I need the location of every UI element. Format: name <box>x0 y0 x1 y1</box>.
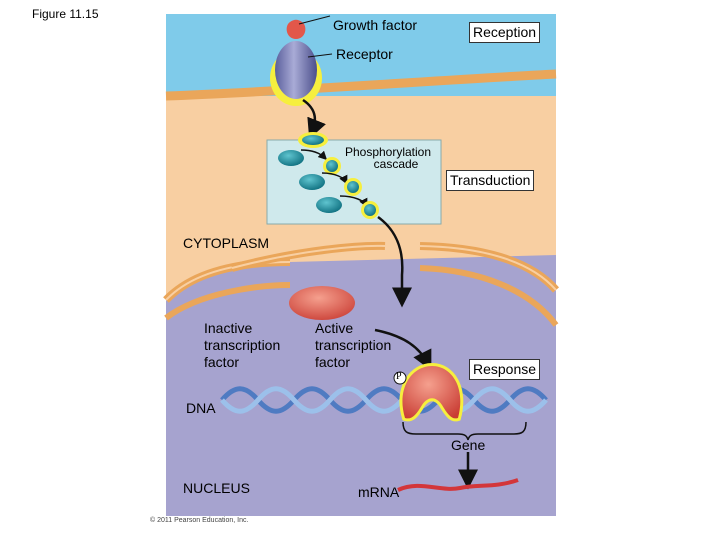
inactive-tf-line: Inactive <box>204 320 253 336</box>
reception-label: Reception <box>469 22 541 43</box>
active-tf-line: Active <box>315 320 354 336</box>
dna-helix <box>220 386 548 414</box>
receptor-label: Receptor <box>336 46 393 62</box>
growth-factor-ligand <box>286 19 306 39</box>
kinase-1 <box>302 135 324 145</box>
phosphate-group <box>393 371 407 385</box>
active-tf-line: transcription <box>315 337 392 353</box>
growth-factor-leader-line <box>298 15 331 25</box>
inactive-transcription-factor <box>289 286 355 320</box>
inactive-tf-label: Inactive transcription factor <box>204 320 280 371</box>
kinase-4 <box>316 197 342 213</box>
copyright-notice: © 2011 Pearson Education, Inc. <box>150 517 249 524</box>
figure-title: Figure 11.15 <box>32 7 99 21</box>
activation-arrow <box>374 328 432 371</box>
phosphorylation-cascade-line1: Phosphorylation <box>344 145 432 159</box>
dna-label: DNA <box>186 400 216 416</box>
phosphorylation-cascade-line2: cascade <box>373 157 419 171</box>
inactive-tf-line: factor <box>204 354 240 370</box>
response-label: Response <box>469 359 541 380</box>
kinase-2-phosphorylated <box>326 160 338 172</box>
phosphorylation-cascade-label: Phosphorylation cascade <box>338 146 438 170</box>
mrna-strand <box>397 478 519 492</box>
kinase-3-phosphorylated <box>347 181 359 193</box>
cytoplasm-label: CYTOPLASM <box>183 235 270 251</box>
signal-arrow-receptor <box>302 98 326 139</box>
nucleus-region <box>166 255 556 516</box>
gene-bracket <box>402 421 527 441</box>
kinase-2 <box>278 150 304 166</box>
signal-arrow-cascade <box>377 215 412 308</box>
active-transcription-factor <box>402 366 461 419</box>
active-tf-line: factor <box>315 354 351 370</box>
transduction-label: Transduction <box>446 170 535 191</box>
active-tf-label: Active transcription factor <box>315 320 391 371</box>
inactive-tf-line: transcription <box>204 337 281 353</box>
kinase-4-phosphorylated <box>364 204 376 216</box>
nucleus-label: NUCLEUS <box>183 480 250 496</box>
gene-label: Gene <box>451 437 486 453</box>
receptor <box>275 41 317 99</box>
plasma-membrane <box>165 69 557 101</box>
kinase-3 <box>299 174 325 190</box>
growth-factor-label: Growth factor <box>333 17 418 33</box>
receptor-leader-line <box>307 53 333 58</box>
mrna-label: mRNA <box>358 484 400 500</box>
phosphate-label: P <box>396 371 402 382</box>
